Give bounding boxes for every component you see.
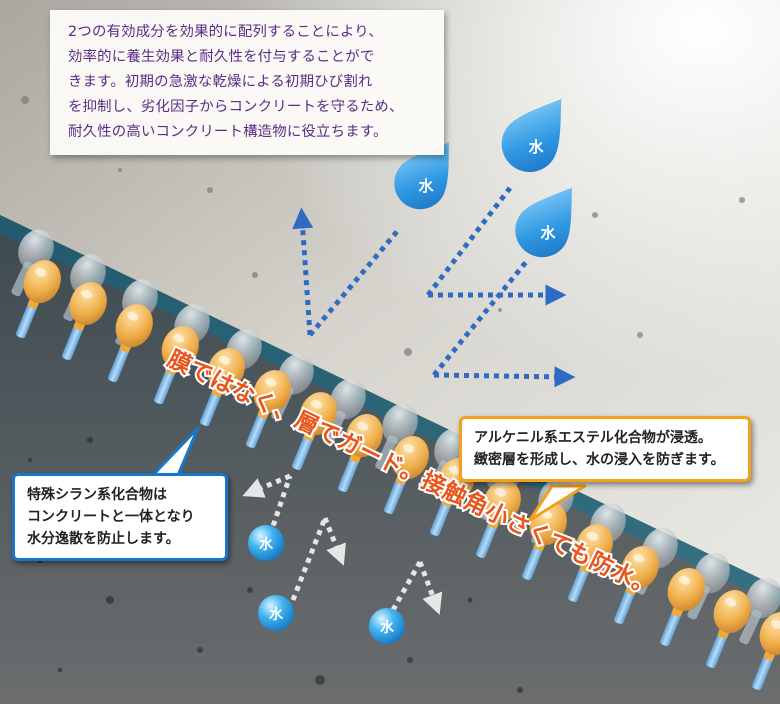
repel-arrows — [292, 186, 576, 388]
dotted-arrow-icon — [432, 260, 528, 377]
silane-molecule — [338, 414, 383, 493]
callout-silane-line: 水分逸散を防止します。 — [27, 531, 180, 547]
dotted-arrow-icon — [242, 473, 291, 498]
silane-molecule — [154, 326, 199, 405]
dotted-arrow-icon — [308, 226, 402, 337]
callout-ester-line: 緻密層を形成し、水の浸入を防ぎます。 — [474, 452, 725, 468]
concrete-texture — [28, 437, 523, 693]
water-drops: 水 水 水 — [394, 98, 573, 258]
silane-molecule — [476, 480, 521, 559]
intro-line: きます。初期の急激な乾燥による初期ひび割れ — [68, 74, 373, 90]
intro-line: 2つの有効成分を効果的に配列することにより、 — [68, 24, 383, 40]
intro-line: を抑制し、劣化因子からコンクリートを守るため、 — [68, 99, 404, 115]
water-label: 水 — [269, 606, 284, 623]
silane-molecule — [614, 546, 659, 625]
ghost-molecule — [11, 229, 54, 297]
intro-line: 効率的に養生効果と耐久性を付与することがで — [68, 49, 375, 65]
intro-text-box: 2つの有効成分を効果的に配列することにより、 効率的に養生効果と耐久性を付与する… — [50, 10, 444, 155]
silane-molecule — [246, 370, 291, 449]
dotted-arrow-icon — [417, 561, 443, 615]
silane-molecule — [292, 392, 337, 471]
silane-molecule — [384, 436, 429, 515]
dotted-arrow-icon — [290, 517, 328, 601]
water-label: 水 — [540, 224, 556, 242]
dotted-arrow-icon — [433, 366, 576, 388]
water-label: 水 — [528, 138, 544, 156]
water-drop-icon: 水 — [501, 98, 562, 173]
silane-molecule — [16, 260, 61, 339]
dotted-arrow-icon — [426, 186, 512, 297]
silane-molecule — [62, 282, 107, 361]
dotted-arrow-icon — [267, 475, 293, 536]
intro-line: 耐久性の高いコンクリート構造物に役立ちます。 — [68, 124, 388, 140]
silane-molecule — [568, 524, 613, 603]
callout-ester: アルケニル系エステル化合物が浸透。 緻密層を形成し、水の浸入を防ぎます。 — [459, 416, 751, 482]
silane-molecule — [200, 348, 245, 427]
callout-silane-line: 特殊シラン系化合物は — [27, 487, 167, 503]
water-label: 水 — [380, 619, 395, 636]
ghost-molecule — [739, 577, 780, 645]
water-label: 水 — [418, 177, 434, 195]
dotted-arrow-icon — [322, 517, 346, 566]
water-bubble-icon: 水 — [248, 525, 284, 561]
callout-silane: 特殊シラン系化合物は コンクリートと一体となり 水分逸散を防止します。 — [12, 473, 228, 561]
water-drop-icon: 水 — [394, 142, 449, 210]
water-bubble-icon: 水 — [369, 608, 405, 644]
ghost-molecule — [323, 378, 366, 446]
silane-molecule — [108, 304, 153, 383]
water-drop-icon: 水 — [515, 187, 573, 258]
water-label: 水 — [259, 536, 274, 553]
ghost-molecule — [375, 403, 418, 471]
callout-ester-line: アルケニル系エステル化合物が浸透。 — [474, 430, 712, 446]
silane-molecule — [752, 612, 780, 691]
water-bubble-icon: 水 — [258, 595, 294, 631]
silane-molecule — [660, 568, 705, 647]
callout-silane-line: コンクリートと一体となり — [27, 509, 195, 525]
water-bubbles: 水 水 水 — [248, 525, 405, 644]
callout-ester-tail — [528, 484, 587, 522]
silane-molecule — [706, 590, 751, 669]
retention-arrows — [242, 473, 443, 615]
